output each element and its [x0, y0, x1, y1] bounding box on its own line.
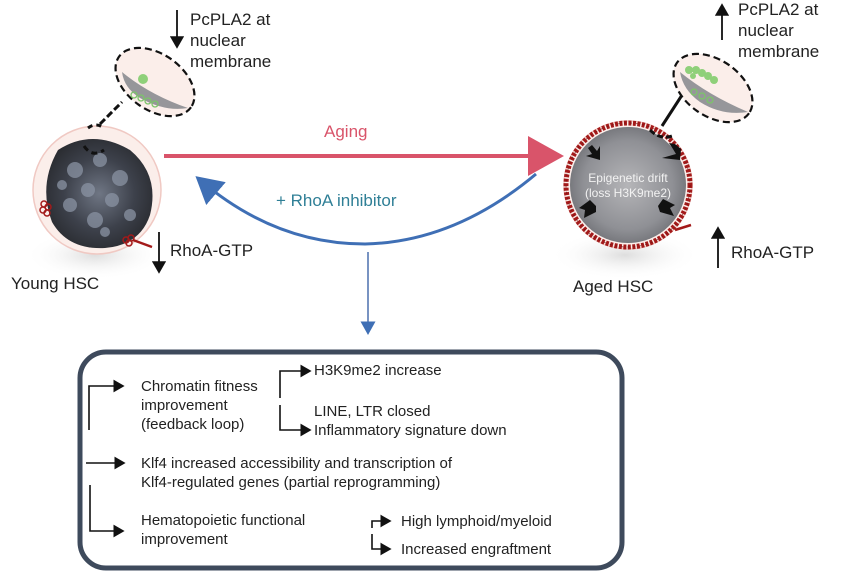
label-line: (feedback loop) — [141, 416, 245, 433]
epigenetic-drift-text: Epigenetic drift (loss H3K9me2) — [582, 171, 674, 201]
pcpla2-dot — [138, 74, 148, 84]
aged-hsc-label: Aged HSC — [573, 277, 654, 296]
young-pcpla2-label: PcPLA2 at nuclear membrane — [190, 9, 271, 72]
label-line: Klf4-regulated genes (partial reprogramm… — [141, 474, 441, 491]
label-line: membrane — [738, 42, 820, 61]
label-line: nuclear — [738, 21, 794, 40]
aged-pcpla2-label: PcPLA2 at nuclear membrane — [738, 0, 819, 62]
label-line: Hematopoietic functional — [141, 512, 306, 529]
chromatin-fitness-label: Chromatin fitness improvement (feedback … — [141, 377, 258, 434]
klf4-outcome: Klf4 increased accessibility and transcr… — [141, 454, 452, 492]
aged-rhoa-label: RhoA-GTP — [731, 243, 815, 262]
rhoa-inhibitor-arrow — [195, 172, 537, 246]
label-line: PcPLA2 at — [190, 10, 271, 29]
label-line: membrane — [190, 52, 272, 71]
hematopoietic-label: Hematopoietic functional improvement — [141, 511, 305, 549]
arrow-up-right-icon — [662, 143, 681, 160]
outcome-connectors — [86, 364, 392, 556]
label-line: Chromatin fitness — [141, 378, 258, 395]
label-line: Epigenetic drift — [588, 171, 668, 185]
label-line: PcPLA2 at — [738, 0, 819, 19]
arrow-up-left-icon — [586, 145, 600, 160]
aging-label: Aging — [324, 122, 368, 141]
outcomes-box — [77, 349, 625, 571]
nuclear-pore-mark — [87, 123, 105, 130]
rhoa-pointer — [674, 223, 692, 232]
inflammatory-signature-down: Inflammatory signature down — [314, 422, 507, 439]
membrane-section — [680, 72, 748, 113]
arrow-down-right-icon — [658, 199, 675, 216]
rhoa-pointer — [132, 238, 153, 249]
arrow-down-left-icon — [579, 200, 596, 218]
rhoa-cluster — [39, 200, 135, 247]
label-line: Klf4 increased accessibility and transcr… — [141, 455, 452, 472]
young-hsc-label: Young HSC — [11, 274, 100, 293]
high-lymphoid-myeloid: High lymphoid/myeloid — [401, 513, 552, 530]
nuclear-pore-mark — [82, 145, 105, 155]
aged-hsc-cell — [550, 91, 700, 280]
young-hsc-cell — [25, 100, 165, 280]
rhoa-ring-detail — [565, 122, 691, 248]
label-line: (loss H3K9me2) — [584, 186, 672, 200]
label-line: improvement — [141, 397, 228, 414]
increased-engraftment: Increased engraftment — [401, 541, 552, 558]
aged-membrane-zoom — [672, 52, 754, 124]
line-ltr-closed: LINE, LTR closed — [314, 403, 431, 420]
label-line: improvement — [141, 531, 228, 548]
pcpla2-cluster — [130, 91, 159, 108]
chromatin-blobs — [57, 153, 136, 237]
young-membrane-zoom — [114, 46, 196, 118]
nuclear-pore-mark — [648, 128, 673, 139]
rhoa-inhibitor-label: + RhoA inhibitor — [276, 191, 397, 210]
zoom-connector — [660, 91, 686, 127]
pcpla2-cluster — [685, 66, 718, 84]
h3k9me2-increase: H3K9me2 increase — [314, 362, 442, 379]
label-line: nuclear — [190, 31, 246, 50]
young-rhoa-label: RhoA-GTP — [170, 241, 254, 260]
cell-shadow — [550, 230, 700, 280]
drift-arrows — [579, 143, 681, 218]
zoom-bubble — [114, 46, 196, 118]
zoom-connector — [98, 100, 124, 126]
